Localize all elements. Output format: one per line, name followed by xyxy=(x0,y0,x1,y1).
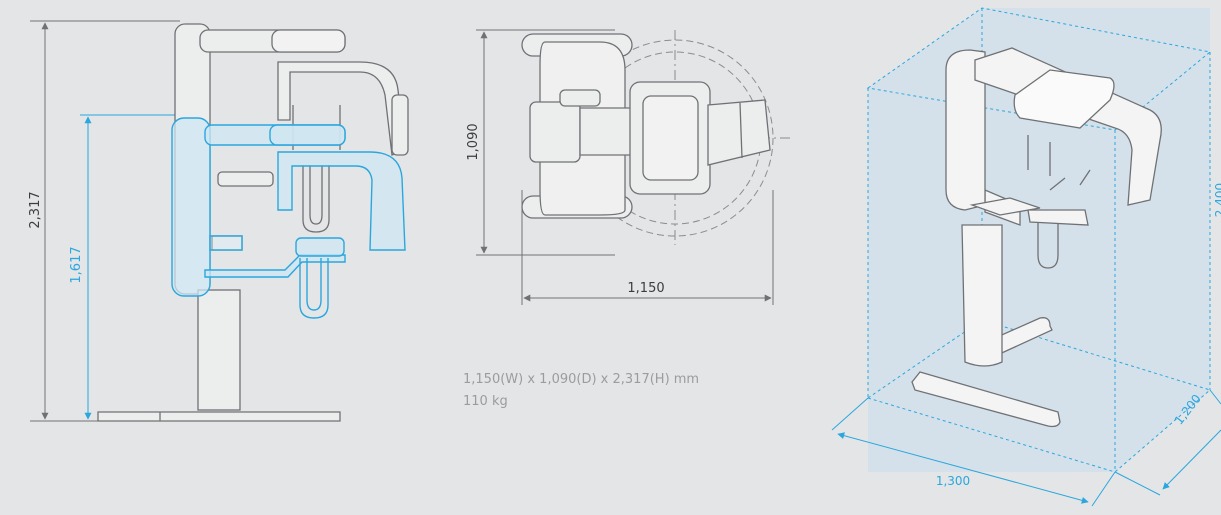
top-view: 1,090 1,150 xyxy=(466,29,790,305)
spec-block: 1,150(W) x 1,090(D) x 2,317(H) mm 110 kg xyxy=(463,369,699,413)
top-machine xyxy=(521,33,771,219)
depth-label: 1,090 xyxy=(466,123,481,160)
side-machine-lowered xyxy=(171,117,406,319)
iso-view: 1,300 1,200 2,400 xyxy=(831,7,1221,507)
total-height-dimension xyxy=(30,20,180,422)
iso-width-label: 1,300 xyxy=(936,474,970,488)
total-height-label: 2,317 xyxy=(28,191,43,228)
width-label: 1,150 xyxy=(627,281,664,296)
spec-dimensions: 1,150(W) x 1,090(D) x 2,317(H) mm xyxy=(463,372,700,387)
side-view: 2,317 1,617 xyxy=(28,20,409,422)
depth-dimension xyxy=(476,29,615,256)
seated-height-dimension xyxy=(80,114,180,420)
iso-width-dimension xyxy=(831,397,1116,507)
side-machine-raised xyxy=(97,23,409,422)
seated-height-label: 1,617 xyxy=(69,246,84,283)
iso-height-label: 2,400 xyxy=(1213,183,1221,217)
spec-weight: 110 kg xyxy=(463,394,508,409)
iso-depth-dimension xyxy=(1114,389,1221,496)
iso-machine xyxy=(911,47,1162,428)
